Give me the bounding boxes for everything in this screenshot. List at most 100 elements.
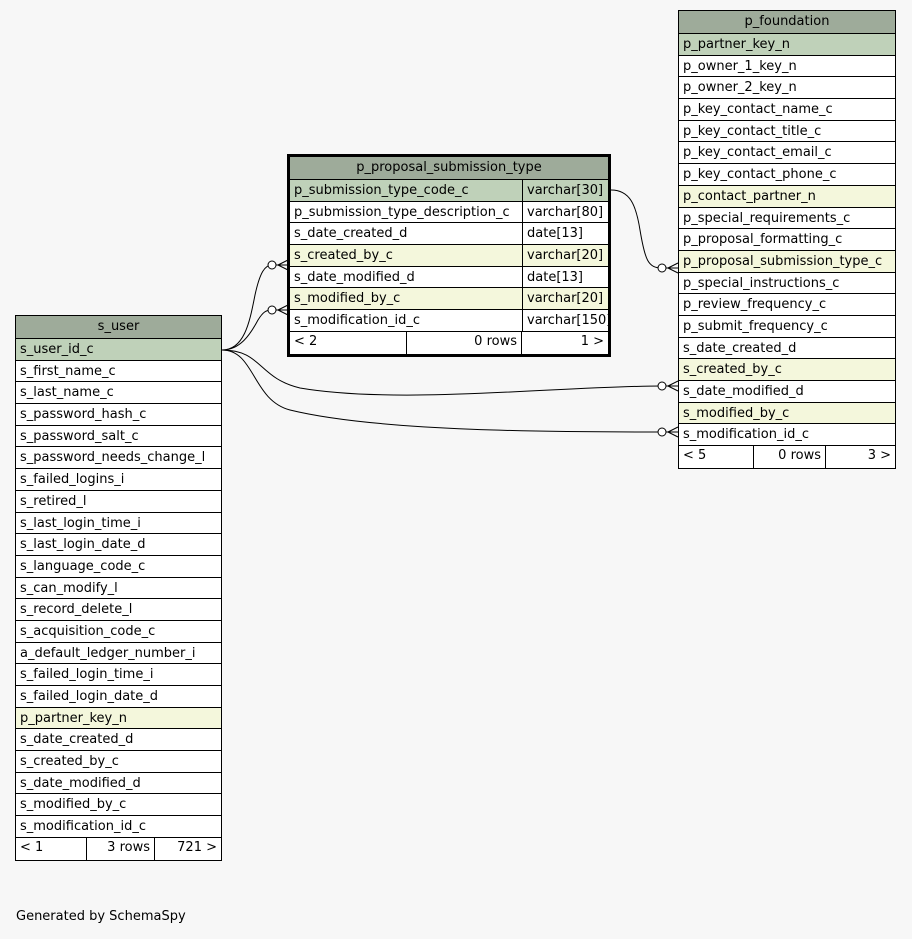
column-name: s_date_created_d: [294, 226, 408, 242]
generated-by-note: Generated by SchemaSpy: [16, 909, 186, 924]
optional-marker-icon: [657, 427, 667, 437]
column-row[interactable]: s_date_created_d date[13]: [290, 223, 608, 246]
column-row[interactable]: s_failed_logins_i: [16, 469, 221, 491]
column-name: s_failed_login_time_i: [20, 667, 154, 683]
column-name: p_submission_type_code_c: [294, 183, 469, 198]
column-type: date[13]: [522, 223, 608, 245]
column-row[interactable]: s_first_name_c: [16, 361, 221, 383]
column-row[interactable]: s_acquisition_code_c: [16, 621, 221, 643]
column-name: p_key_contact_title_c: [683, 123, 822, 139]
column-row[interactable]: s_date_modified_d: [16, 773, 221, 795]
column-row[interactable]: s_password_salt_c: [16, 426, 221, 448]
column-row[interactable]: s_failed_login_time_i: [16, 664, 221, 686]
relationship-line: [221, 349, 663, 433]
column-row[interactable]: p_special_requirements_c: [679, 208, 895, 230]
column-row[interactable]: s_failed_login_date_d: [16, 686, 221, 708]
column-row[interactable]: s_language_code_c: [16, 556, 221, 578]
column-row[interactable]: s_record_delete_l: [16, 599, 221, 621]
column-name: s_modified_by_c: [683, 405, 790, 421]
column-row[interactable]: p_owner_1_key_n: [679, 56, 895, 78]
column-row[interactable]: p_special_instructions_c: [679, 273, 895, 295]
column-name: s_language_code_c: [20, 558, 146, 574]
column-row[interactable]: s_password_needs_change_l: [16, 447, 221, 470]
column-row[interactable]: s_last_login_date_d: [16, 534, 221, 556]
column-row[interactable]: s_created_by_c: [679, 359, 895, 381]
crowfoot-many-icon: [666, 262, 679, 274]
column-name: s_last_login_date_d: [20, 537, 146, 553]
column-type: date[13]: [522, 266, 608, 288]
column-row[interactable]: p_key_contact_phone_c: [679, 164, 895, 186]
column-type: varchar[20]: [522, 288, 608, 310]
column-name: p_review_frequency_c: [683, 297, 827, 313]
table-p-proposal-submission-type[interactable]: p_proposal_submission_type p_submission_…: [287, 154, 611, 357]
column-name: s_date_modified_d: [683, 384, 804, 399]
column-name: s_last_name_c: [20, 385, 114, 401]
parents-link[interactable]: < 5: [683, 448, 707, 464]
column-name: p_partner_key_n: [20, 710, 127, 726]
row-count: 3 rows: [86, 837, 154, 860]
column-row[interactable]: s_date_modified_d: [679, 381, 895, 403]
column-row[interactable]: s_last_name_c: [16, 382, 221, 405]
children-link[interactable]: 3 >: [825, 446, 895, 469]
column-name: s_date_modified_d: [20, 775, 141, 791]
column-row[interactable]: p_key_contact_title_c: [679, 121, 895, 143]
column-row[interactable]: s_retired_l: [16, 491, 221, 513]
column-name: p_proposal_submission_type_c: [683, 253, 883, 269]
column-type: varchar[150]: [522, 310, 608, 331]
column-row[interactable]: p_key_contact_name_c: [679, 99, 895, 121]
column-row[interactable]: s_password_hash_c: [16, 404, 221, 426]
column-row[interactable]: a_default_ledger_number_i: [16, 643, 221, 665]
column-list: p_submission_type_code_c varchar[30]p_sub…: [290, 180, 608, 332]
column-row[interactable]: p_partner_key_n: [16, 707, 221, 730]
column-row[interactable]: s_modified_by_c: [679, 402, 895, 425]
column-row[interactable]: p_partner_key_n: [679, 34, 895, 56]
parents-link[interactable]: < 2: [294, 333, 318, 349]
column-row[interactable]: p_key_contact_email_c: [679, 142, 895, 165]
column-row[interactable]: s_last_login_time_i: [16, 513, 221, 535]
children-link[interactable]: 721 >: [154, 837, 221, 860]
column-row[interactable]: p_contact_partner_n: [679, 185, 895, 208]
optional-marker-icon: [657, 381, 667, 391]
column-name: s_password_salt_c: [20, 428, 139, 444]
column-name: s_modification_id_c: [20, 819, 146, 835]
column-row[interactable]: p_submit_frequency_c: [679, 316, 895, 338]
column-row[interactable]: s_modification_id_c: [679, 424, 895, 447]
column-name: s_modification_id_c: [683, 427, 809, 443]
column-row[interactable]: s_modified_by_c: [16, 794, 221, 817]
column-row[interactable]: s_user_id_c: [16, 339, 221, 361]
column-name: s_created_by_c: [20, 754, 119, 770]
column-row[interactable]: s_created_by_c: [16, 751, 221, 773]
column-row[interactable]: s_date_created_d: [16, 729, 221, 752]
column-row[interactable]: p_proposal_formatting_c: [679, 229, 895, 251]
parents-link[interactable]: < 1: [20, 839, 44, 855]
column-row[interactable]: p_review_frequency_c: [679, 294, 895, 316]
table-header[interactable]: s_user: [16, 316, 221, 339]
column-name: s_created_by_c: [294, 248, 393, 264]
column-row[interactable]: p_owner_2_key_n: [679, 77, 895, 100]
column-name: s_created_by_c: [683, 362, 782, 378]
table-header[interactable]: p_foundation: [679, 11, 895, 34]
column-name: p_special_requirements_c: [683, 210, 851, 226]
table-header[interactable]: p_proposal_submission_type: [290, 157, 608, 180]
column-row[interactable]: p_proposal_submission_type_c: [679, 250, 895, 273]
column-name: s_date_created_d: [683, 340, 797, 356]
column-type: varchar[30]: [522, 180, 608, 201]
column-name: s_modified_by_c: [20, 797, 127, 813]
column-row[interactable]: s_can_modify_l: [16, 578, 221, 600]
column-row[interactable]: s_date_created_d: [679, 338, 895, 360]
column-name: p_key_contact_phone_c: [683, 167, 837, 183]
relationship-line: [221, 349, 663, 396]
relationship-line: [610, 189, 663, 269]
column-name: p_proposal_formatting_c: [683, 232, 843, 248]
column-name: s_failed_logins_i: [20, 472, 125, 488]
column-row[interactable]: s_modification_id_c: [16, 816, 221, 838]
column-row[interactable]: p_submission_type_code_c varchar[30]: [290, 180, 608, 202]
children-link[interactable]: 1 >: [521, 331, 608, 354]
